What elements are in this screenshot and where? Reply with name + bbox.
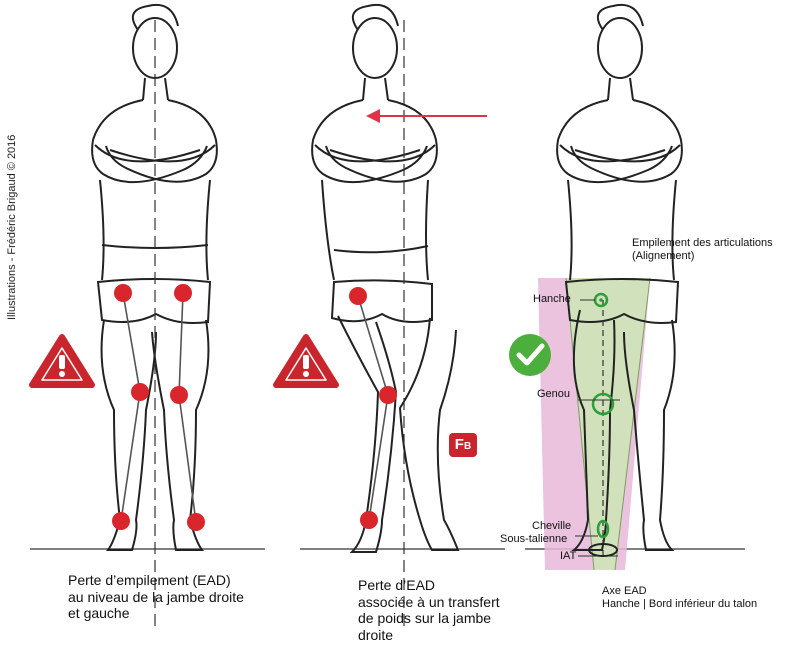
joint-right-knee	[131, 383, 149, 401]
warning-icon	[32, 337, 92, 385]
label-knee: Genou	[537, 388, 570, 401]
joint-left-knee	[170, 386, 188, 404]
label-iat: IAT	[560, 550, 576, 563]
joint-right-ankle	[112, 512, 130, 530]
title-line: Empilement des articulations	[632, 237, 773, 250]
alignment-title: Empilement des articulations (Alignement…	[632, 237, 773, 263]
label-hip: Hanche	[533, 293, 571, 306]
fb-badge: FB	[449, 433, 477, 457]
axis-line: Axe EAD	[602, 585, 757, 598]
figure-1-caption: Perte d’empilement (EAD) au niveau de la…	[68, 572, 244, 622]
figure-2-caption: Perte d’EAD associée à un transfert de p…	[358, 577, 500, 643]
caption-line: au niveau de la jambe droite	[68, 589, 244, 606]
illustration-credit: Illustrations - Frédéric Brigaud © 2016	[6, 135, 18, 320]
caption-line: droite	[358, 627, 500, 644]
caption-line: Perte d’empilement (EAD)	[68, 572, 244, 589]
label-subtalar: Sous-talienne	[500, 533, 567, 546]
warning-icon	[276, 337, 336, 385]
joint-left-hip	[174, 284, 192, 302]
caption-line: de poids sur la jambe	[358, 610, 500, 627]
caption-line: et gauche	[68, 605, 244, 622]
axis-line: Hanche | Bord inférieur du talon	[602, 598, 757, 611]
joint-knee	[379, 386, 397, 404]
check-icon	[509, 334, 551, 376]
joint-right-hip	[114, 284, 132, 302]
axis-caption: Axe EAD Hanche | Bord inférieur du talon	[602, 585, 757, 611]
figure-1-leg-lines	[121, 293, 196, 522]
title-line: (Alignement)	[632, 250, 773, 263]
caption-line: Perte d’EAD	[358, 577, 500, 594]
joint-ankle	[360, 511, 378, 529]
figure-2-body	[312, 5, 458, 552]
joint-left-ankle	[187, 513, 205, 531]
label-ankle: Cheville	[532, 520, 571, 533]
joint-hip	[349, 287, 367, 305]
figure-2-leg-lines	[358, 296, 388, 520]
caption-line: associée à un transfert	[358, 594, 500, 611]
